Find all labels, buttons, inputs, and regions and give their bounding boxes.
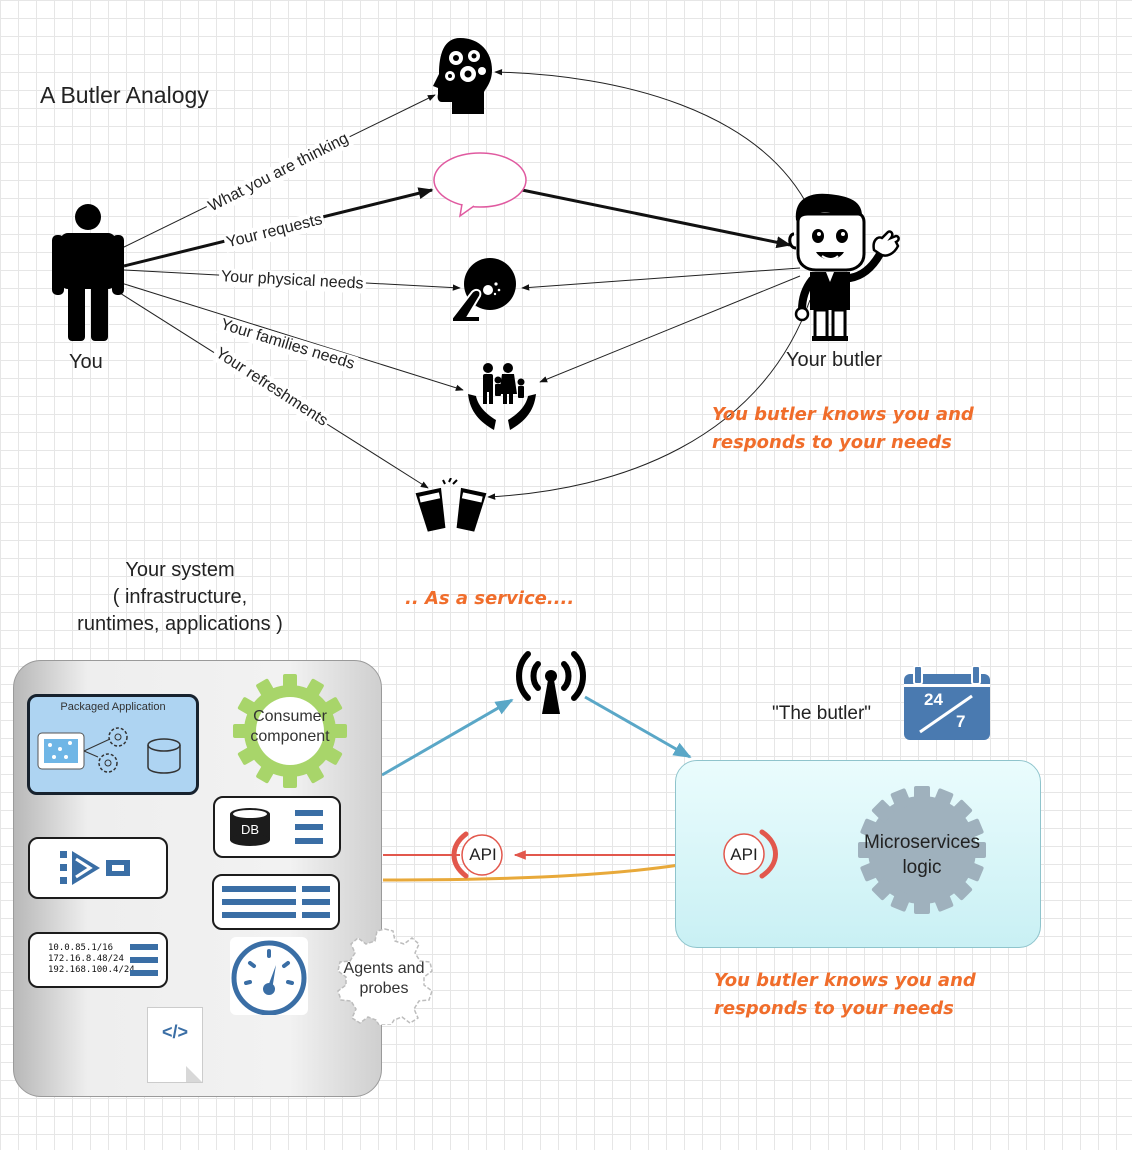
calendar-24-7-icon: 24 7 — [904, 666, 990, 740]
table-card — [212, 874, 340, 930]
microservices-logic-label: Microservices logic — [852, 830, 992, 880]
speech-bubble-icon — [433, 152, 527, 218]
as-a-service-label: .. As a service.... — [405, 588, 575, 609]
router-icon — [60, 851, 130, 885]
butler-tagline-bottom-line2: responds to your needs — [714, 998, 954, 1019]
api-consumer-label: API — [469, 845, 497, 864]
butler-icon — [788, 193, 900, 341]
agents-probes-label: Agents and probes — [336, 959, 432, 999]
speedometer-icon — [231, 940, 307, 1015]
blue-arrow-to-tower — [381, 698, 514, 777]
route-card — [28, 837, 168, 899]
consumer-component-label: Consumer component — [238, 707, 342, 747]
person-icon — [52, 204, 124, 341]
api-provider-icon — [723, 829, 778, 879]
system-heading-line3: runtimes, applications ) — [77, 613, 283, 635]
edge-speech-butler — [521, 188, 792, 249]
microservices-line1: Microservices — [863, 832, 981, 853]
consumer-component-line1: Consumer — [253, 708, 327, 725]
db-card: DB — [213, 796, 341, 858]
butler-tagline-top-line1: You butler knows you and — [712, 404, 974, 425]
family-care-icon — [468, 363, 536, 430]
physical-needs-icon — [451, 258, 516, 323]
system-heading: Your system ( infrastructure, runtimes, … — [50, 557, 310, 638]
edge-butler-physical — [521, 267, 801, 291]
blue-arrow-to-butler — [584, 695, 692, 759]
system-heading-line2: ( infrastructure, — [112, 586, 248, 608]
butler-label: Your butler — [786, 349, 882, 371]
packaged-application: Packaged Application — [27, 694, 199, 795]
edge-butler-thinking — [494, 68, 811, 211]
table-rows-icon — [222, 886, 330, 918]
code-file-icon: </> — [147, 1007, 203, 1083]
consumer-gear-icon — [231, 672, 349, 790]
speedometer-card — [230, 937, 308, 1015]
agents-gear-icon — [337, 928, 433, 1025]
diagram-title: A Butler Analogy — [40, 82, 209, 108]
microservices-gear-icon — [856, 784, 988, 916]
ip-address-2: 172.16.8.48/24 — [48, 954, 124, 964]
microservices-line2: logic — [902, 857, 942, 878]
wireless-tower-icon — [516, 651, 586, 714]
edge-butler-refreshments — [487, 299, 811, 500]
calendar-top-number: 24 — [924, 690, 943, 709]
ip-address-3: 192.168.100.4/24 — [48, 965, 135, 975]
you-label: You — [69, 351, 103, 373]
butler-tagline-bottom-line1: You butler knows you and — [714, 970, 976, 991]
code-symbol: </> — [161, 1022, 189, 1042]
consumer-component-line2: component — [250, 728, 330, 745]
head-gears-icon — [433, 38, 492, 114]
ip-address-1: 10.0.85.1/16 — [48, 943, 114, 953]
edge-butler-families — [539, 275, 801, 383]
api-provider-label: API — [730, 845, 758, 864]
list-lines-icon — [130, 944, 158, 976]
api-consumer-icon — [451, 831, 503, 879]
agents-probes-line1: Agents and — [343, 960, 425, 977]
agents-probes-line2: probes — [359, 980, 409, 997]
butler-tagline-top-line2: responds to your needs — [712, 432, 952, 453]
system-heading-line1: Your system — [125, 559, 235, 581]
list-lines-icon — [295, 810, 323, 844]
file-corner — [186, 1066, 202, 1082]
butler-tagline-top: You butler knows you and responds to you… — [712, 401, 974, 457]
db-label: DB — [240, 822, 260, 837]
ip-address-list: 10.0.85.1/16 172.16.8.48/24 192.168.100.… — [48, 943, 135, 976]
packaged-application-label: Packaged Application — [60, 701, 166, 713]
yellow-arrow — [382, 854, 720, 882]
calendar-frame-icon — [904, 666, 990, 740]
drinks-icon — [415, 478, 487, 532]
the-butler-quote: "The butler" — [772, 703, 872, 724]
packaged-app-contents-icon — [37, 727, 181, 774]
butler-tagline-bottom: You butler knows you and responds to you… — [714, 967, 976, 1023]
ip-address-card: 10.0.85.1/16 172.16.8.48/24 192.168.100.… — [28, 932, 168, 988]
calendar-bottom-number: 7 — [956, 712, 966, 731]
database-icon — [230, 808, 270, 846]
